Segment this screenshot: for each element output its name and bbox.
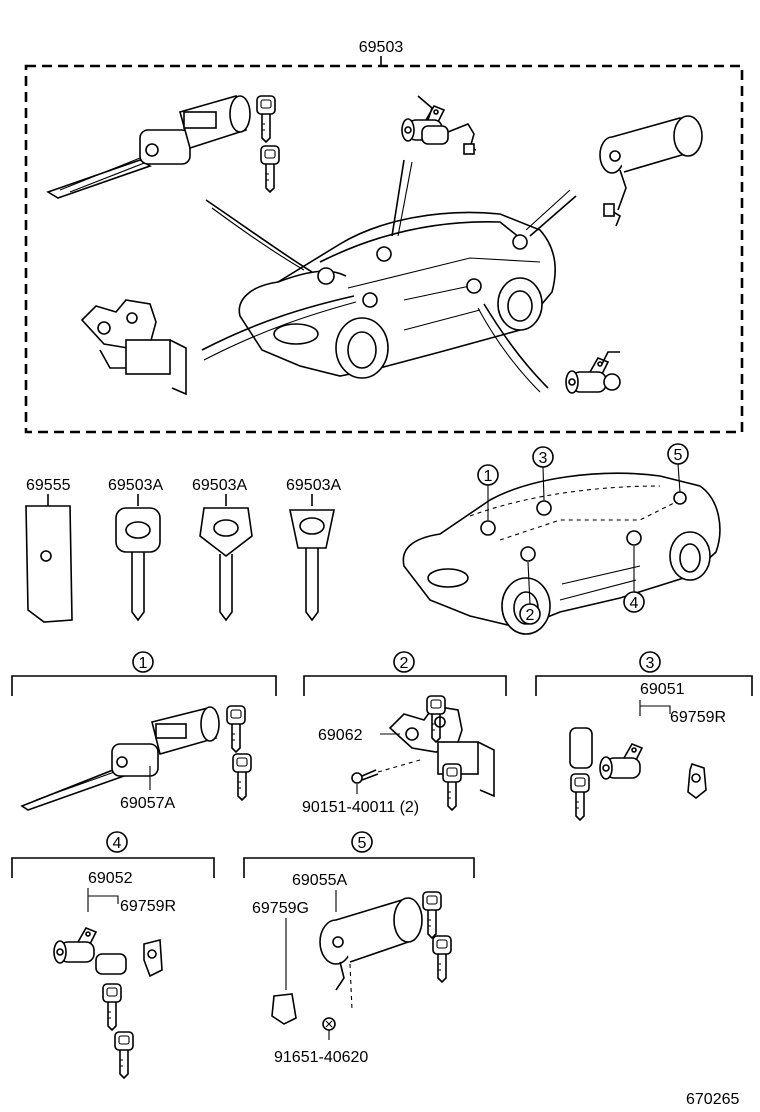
group-2-circle <box>393 651 415 673</box>
group-2-bracket <box>303 675 507 696</box>
key-label-69503A-2: 69503A <box>192 477 247 494</box>
group-1-number: 1 <box>139 655 148 672</box>
group-3-number: 3 <box>646 655 655 672</box>
group-3-leader <box>639 700 671 716</box>
assembly-part-label: 69503 <box>359 39 404 56</box>
group-4-circle <box>106 831 128 853</box>
locator-4: 4 <box>630 595 639 612</box>
key-label-69503A-1: 69503A <box>108 477 163 494</box>
screw-illustration <box>351 759 421 784</box>
locator-3: 3 <box>539 450 548 467</box>
door-lock-illustration <box>80 299 187 396</box>
group-1-circle <box>132 651 154 673</box>
key-card-illustration <box>25 505 73 623</box>
master-key-illustration <box>115 507 161 622</box>
locator-1: 1 <box>484 468 493 485</box>
part-91651-40620: 91651-40620 <box>274 1049 368 1066</box>
locator-callouts: 1 2 3 4 5 <box>477 443 689 625</box>
group-5-circle <box>351 831 373 853</box>
group-4-number: 4 <box>113 835 122 852</box>
group-5-trunk-lock-illustration <box>271 891 452 1031</box>
part-69057A: 69057A <box>120 795 175 812</box>
group-4-leader <box>87 888 119 912</box>
group-2-number: 2 <box>400 655 409 672</box>
part-69055A: 69055A <box>292 872 347 889</box>
part-69759G: 69759G <box>252 900 309 917</box>
part-69052: 69052 <box>88 870 133 887</box>
locator-5: 5 <box>674 447 683 464</box>
key-card-hole <box>40 550 52 562</box>
part-69759R-b: 69759R <box>120 898 176 915</box>
trunk-lock-illustration <box>599 115 703 227</box>
door-lock-right-illustration <box>565 351 621 394</box>
group-1-ignition-illustration <box>20 705 252 811</box>
part-90151-40011: 90151-40011 (2) <box>302 799 419 816</box>
key-label-69503A-3: 69503A <box>286 477 341 494</box>
part-69759R-a: 69759R <box>670 709 726 726</box>
group-1-bracket <box>11 675 277 696</box>
key-label-69555: 69555 <box>26 477 71 494</box>
group-5-number: 5 <box>358 835 367 852</box>
locator-2: 2 <box>526 607 535 624</box>
ignition-lock-illustration <box>46 95 280 199</box>
sub-key-illustration <box>199 507 253 622</box>
diagram-id: 670265 <box>686 1091 739 1108</box>
valet-key-illustration <box>289 509 335 622</box>
group-3-bracket <box>535 675 753 696</box>
car-illustration-top <box>238 211 556 379</box>
group-2-door-lock-illustration <box>388 695 495 811</box>
group-3-lock-illustration <box>569 727 707 821</box>
part-69062: 69062 <box>318 727 363 744</box>
group-5-bracket <box>243 857 475 878</box>
locator-car-illustration <box>402 472 721 635</box>
group-4-bracket <box>11 857 215 878</box>
part-69051: 69051 <box>640 681 685 698</box>
group-4-lock-illustration <box>53 927 163 1079</box>
assembly-dashed-frame <box>24 64 744 434</box>
group-3-circle <box>639 651 661 673</box>
callout-arrows <box>201 159 577 393</box>
glove-lock-illustration <box>401 95 477 155</box>
